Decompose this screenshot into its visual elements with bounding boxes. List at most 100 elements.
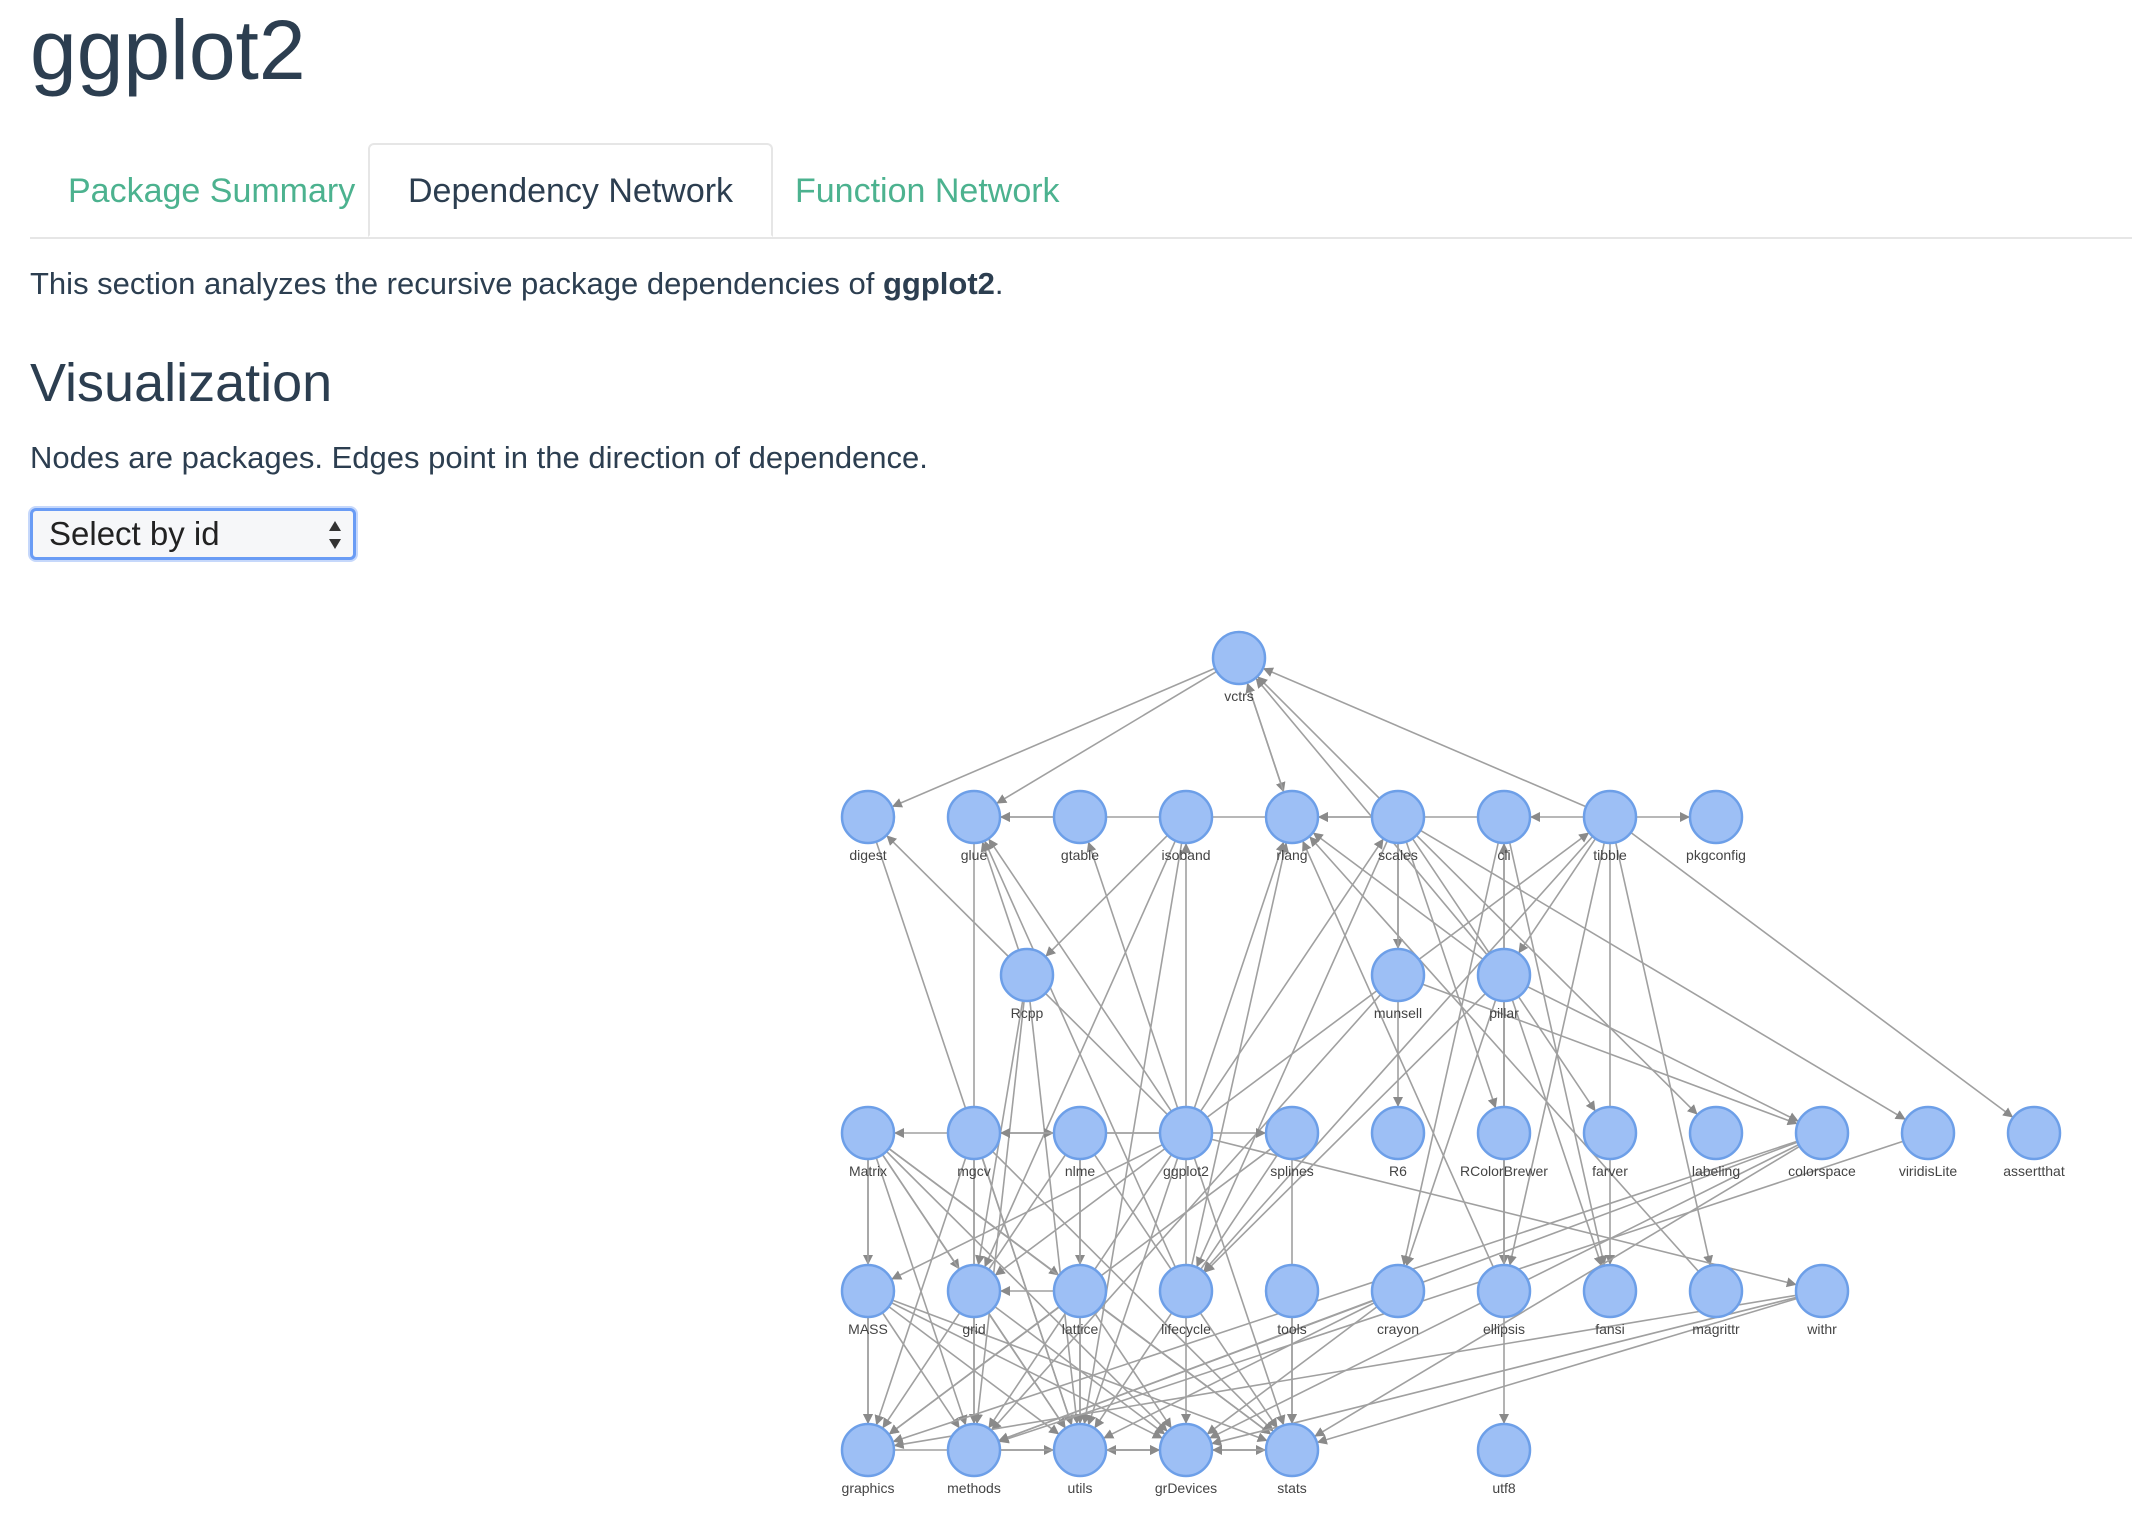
node-circle[interactable] xyxy=(1264,1422,1320,1478)
node-circle[interactable] xyxy=(1582,1105,1638,1161)
node-fansi[interactable]: fansi xyxy=(1582,1263,1638,1337)
node-withr[interactable]: withr xyxy=(1794,1263,1850,1337)
node-crayon[interactable]: crayon xyxy=(1370,1263,1426,1337)
node-circle[interactable] xyxy=(1264,1263,1320,1319)
node-digest[interactable]: digest xyxy=(840,789,896,863)
edge-ggplot2-to-MASS xyxy=(891,1143,1164,1280)
node-farver[interactable]: farver xyxy=(1582,1105,1638,1179)
node-circle[interactable] xyxy=(1688,1263,1744,1319)
node-vctrs[interactable]: vctrs xyxy=(1211,630,1267,704)
node-circle[interactable] xyxy=(946,1263,1002,1319)
node-circle[interactable] xyxy=(1370,789,1426,845)
node-isoband[interactable]: isoband xyxy=(1158,789,1214,863)
node-circle[interactable] xyxy=(999,947,1055,1003)
node-RColorBrewer[interactable]: RColorBrewer xyxy=(1460,1105,1548,1179)
node-circle[interactable] xyxy=(1794,1263,1850,1319)
tab-function-network[interactable]: Function Network xyxy=(795,172,1060,210)
node-circle[interactable] xyxy=(1370,1263,1426,1319)
edge-scales-to-viridisLite xyxy=(1419,829,1906,1120)
node-cli[interactable]: cli xyxy=(1476,789,1532,863)
node-Matrix[interactable]: Matrix xyxy=(840,1105,896,1179)
tab-dependency-network[interactable]: Dependency Network xyxy=(368,143,774,237)
node-circle[interactable] xyxy=(1052,789,1108,845)
node-circle[interactable] xyxy=(1476,1422,1532,1478)
node-circle[interactable] xyxy=(1052,1105,1108,1161)
node-circle[interactable] xyxy=(1158,1263,1214,1319)
node-Rcpp[interactable]: Rcpp xyxy=(999,947,1055,1021)
node-splines[interactable]: splines xyxy=(1264,1105,1320,1179)
node-circle[interactable] xyxy=(1476,947,1532,1003)
node-nlme[interactable]: nlme xyxy=(1052,1105,1108,1179)
node-label: Rcpp xyxy=(1011,1005,1044,1021)
node-rlang[interactable]: rlang xyxy=(1264,789,1320,863)
node-circle[interactable] xyxy=(2006,1105,2062,1161)
node-circle[interactable] xyxy=(1158,789,1214,845)
node-circle[interactable] xyxy=(1370,1105,1426,1161)
node-tibble[interactable]: tibble xyxy=(1582,789,1638,863)
node-circle[interactable] xyxy=(946,1422,1002,1478)
node-R6[interactable]: R6 xyxy=(1370,1105,1426,1179)
node-circle[interactable] xyxy=(1370,947,1426,1003)
node-label: labeling xyxy=(1692,1163,1740,1179)
intro-package-name: ggplot2 xyxy=(883,266,995,301)
node-label: grid xyxy=(962,1321,985,1337)
node-pillar[interactable]: pillar xyxy=(1476,947,1532,1021)
edge-grid-to-utils xyxy=(987,1312,1066,1429)
edge-ggplot2-to-withr xyxy=(1211,1138,1797,1288)
node-circle[interactable] xyxy=(1158,1422,1214,1478)
node-labeling[interactable]: labeling xyxy=(1688,1105,1744,1179)
node-label: tools xyxy=(1277,1321,1307,1337)
tab-package-summary[interactable]: Package Summary xyxy=(68,172,356,210)
node-lifecycle[interactable]: lifecycle xyxy=(1158,1263,1214,1337)
node-circle[interactable] xyxy=(1052,1422,1108,1478)
node-circle[interactable] xyxy=(1158,1105,1214,1161)
node-mgcv[interactable]: mgcv xyxy=(946,1105,1002,1179)
node-circle[interactable] xyxy=(1052,1263,1108,1319)
node-circle[interactable] xyxy=(1476,1105,1532,1161)
node-utf8[interactable]: utf8 xyxy=(1476,1422,1532,1496)
node-methods[interactable]: methods xyxy=(946,1422,1002,1496)
node-glue[interactable]: glue xyxy=(946,789,1002,863)
node-scales[interactable]: scales xyxy=(1370,789,1426,863)
node-colorspace[interactable]: colorspace xyxy=(1788,1105,1856,1179)
node-label: grDevices xyxy=(1155,1480,1217,1496)
node-lattice[interactable]: lattice xyxy=(1052,1263,1108,1337)
node-circle[interactable] xyxy=(1900,1105,1956,1161)
node-circle[interactable] xyxy=(1264,1105,1320,1161)
node-circle[interactable] xyxy=(1476,1263,1532,1319)
node-circle[interactable] xyxy=(1211,630,1267,686)
select-by-id-dropdown[interactable]: Select by id xyxy=(30,508,356,560)
node-stats[interactable]: stats xyxy=(1264,1422,1320,1496)
node-grid[interactable]: grid xyxy=(946,1263,1002,1337)
node-circle[interactable] xyxy=(840,1422,896,1478)
node-assertthat[interactable]: assertthat xyxy=(2003,1105,2065,1179)
node-circle[interactable] xyxy=(1582,1263,1638,1319)
node-label: methods xyxy=(947,1480,1001,1496)
node-viridisLite[interactable]: viridisLite xyxy=(1899,1105,1958,1179)
node-grDevices[interactable]: grDevices xyxy=(1155,1422,1217,1496)
node-magrittr[interactable]: magrittr xyxy=(1688,1263,1744,1337)
node-ellipsis[interactable]: ellipsis xyxy=(1476,1263,1532,1337)
node-circle[interactable] xyxy=(1688,1105,1744,1161)
edge-lifecycle-to-glue xyxy=(984,840,1177,1268)
node-ggplot2[interactable]: ggplot2 xyxy=(1158,1105,1214,1179)
node-munsell[interactable]: munsell xyxy=(1370,947,1426,1021)
node-graphics[interactable]: graphics xyxy=(840,1422,896,1496)
node-circle[interactable] xyxy=(1582,789,1638,845)
node-pkgconfig[interactable]: pkgconfig xyxy=(1686,789,1746,863)
node-gtable[interactable]: gtable xyxy=(1052,789,1108,863)
tab-bar: Package Summary Dependency Network Funct… xyxy=(30,143,2132,239)
node-circle[interactable] xyxy=(1264,789,1320,845)
node-circle[interactable] xyxy=(1476,789,1532,845)
node-MASS[interactable]: MASS xyxy=(840,1263,896,1337)
node-circle[interactable] xyxy=(946,789,1002,845)
node-circle[interactable] xyxy=(840,1263,896,1319)
node-circle[interactable] xyxy=(840,1105,896,1161)
node-circle[interactable] xyxy=(1688,789,1744,845)
node-circle[interactable] xyxy=(1794,1105,1850,1161)
node-utils[interactable]: utils xyxy=(1052,1422,1108,1496)
node-circle[interactable] xyxy=(840,789,896,845)
node-tools[interactable]: tools xyxy=(1264,1263,1320,1337)
node-circle[interactable] xyxy=(946,1105,1002,1161)
